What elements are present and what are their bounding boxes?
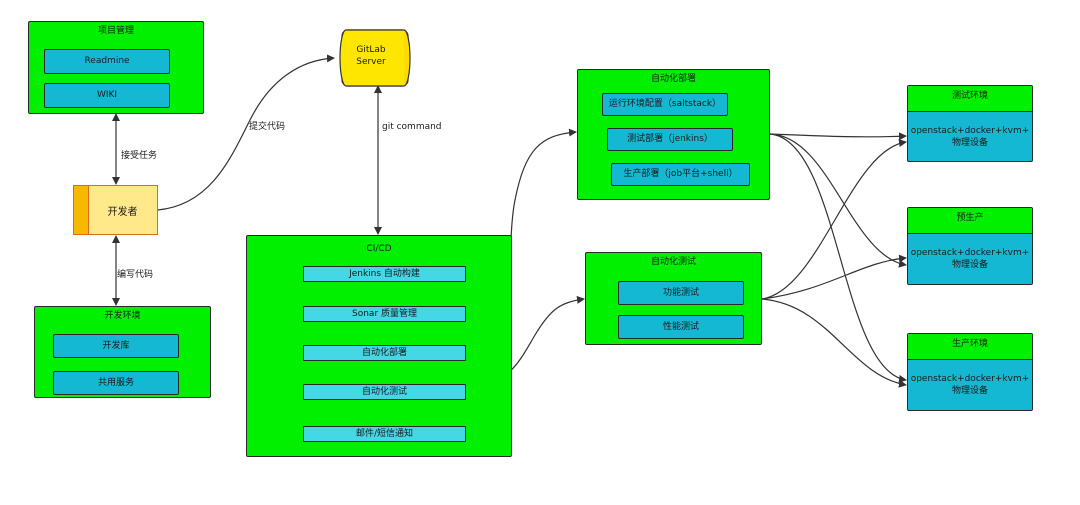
edge-test-env3 (761, 298, 907, 388)
auto-deploy-title: 自动化部署 (650, 74, 696, 84)
developer-label: 开发者 (107, 206, 138, 218)
commit-code-label: 提交代码 (249, 122, 286, 132)
project-management-title: 项目管理 (97, 26, 134, 36)
cicd-step-test[interactable]: 自动化测试 (303, 384, 466, 400)
env-test-body: openstack+docker+kvm+物理设备 (908, 112, 1032, 161)
developer-node[interactable]: 开发者 (73, 185, 158, 235)
auto-deploy-env-config[interactable]: 运行环境配置（saltstack） (602, 93, 728, 116)
env-production-line1: openstack+docker+kvm+ (910, 374, 1030, 384)
developer-strip (74, 186, 89, 234)
edge-test-env2 (761, 254, 907, 300)
cicd-step-notify[interactable]: 邮件/短信通知 (303, 426, 466, 442)
cicd-step-sonar[interactable]: Sonar 质量管理 (303, 306, 466, 322)
performance-test-node[interactable]: 性能测试 (618, 315, 744, 339)
env-production-line2: 物理设备 (951, 386, 988, 396)
env-production-title: 生产环境 (908, 334, 1032, 360)
edge-deploy-env2 (769, 133, 907, 268)
env-preprod-line1: openstack+docker+kvm+ (910, 248, 1030, 258)
dev-library-node[interactable]: 开发库 (53, 334, 179, 358)
auto-deploy-group: 自动化部署 运行环境配置（saltstack） 测试部署（jenkins） 生产… (577, 69, 770, 200)
auto-deploy-prod-deploy[interactable]: 生产部署（job平台+shell） (611, 163, 750, 186)
auto-test-group: 自动化测试 功能测试 性能测试 (585, 252, 762, 345)
readmine-node[interactable]: Readmine (44, 49, 170, 74)
shared-service-node[interactable]: 共用服务 (53, 371, 179, 395)
env-test-line1: openstack+docker+kvm+ (910, 125, 1030, 136)
edge-deploy-env3 (769, 133, 907, 383)
dev-env-title: 开发环境 (104, 311, 141, 321)
git-command-label: git command (382, 122, 442, 132)
receive-task-label: 接受任务 (121, 151, 158, 161)
project-management-group: 项目管理 Readmine WIKI (28, 21, 204, 114)
wiki-node[interactable]: WIKI (44, 83, 170, 108)
env-test-title: 测试环境 (908, 86, 1032, 112)
env-production-body: openstack+docker+kvm+ 物理设备 (908, 360, 1032, 410)
edge-test-env1 (761, 139, 907, 300)
env-preprod-title: 预生产 (908, 208, 1032, 234)
auto-deploy-test-deploy[interactable]: 测试部署（jenkins） (607, 128, 733, 151)
cicd-title: CI/CD (366, 244, 392, 254)
env-production[interactable]: 生产环境 openstack+docker+kvm+ 物理设备 (907, 333, 1033, 411)
auto-test-title: 自动化测试 (650, 257, 696, 267)
env-test[interactable]: 测试环境 openstack+docker+kvm+物理设备 (907, 85, 1033, 162)
env-preprod-line2: 物理设备 (951, 260, 988, 270)
dev-env-group: 开发环境 开发库 共用服务 (34, 306, 211, 398)
functional-test-node[interactable]: 功能测试 (618, 281, 744, 305)
gitlab-server-label[interactable]: GitLab Server (336, 44, 406, 68)
env-preprod[interactable]: 预生产 openstack+docker+kvm+ 物理设备 (907, 207, 1033, 285)
cicd-group: CI/CD Jenkins 自动构建 Sonar 质量管理 自动化部署 自动化测… (246, 235, 512, 457)
gitlab-line2: Server (356, 57, 386, 67)
env-test-line2: 物理设备 (951, 137, 988, 148)
cicd-step-deploy[interactable]: 自动化部署 (303, 345, 466, 361)
env-preprod-body: openstack+docker+kvm+ 物理设备 (908, 234, 1032, 284)
gitlab-line1: GitLab (356, 45, 386, 55)
cicd-step-jenkins[interactable]: Jenkins 自动构建 (303, 266, 466, 282)
write-code-label: 编写代码 (117, 270, 154, 280)
edge-deploy-env1 (769, 132, 907, 141)
